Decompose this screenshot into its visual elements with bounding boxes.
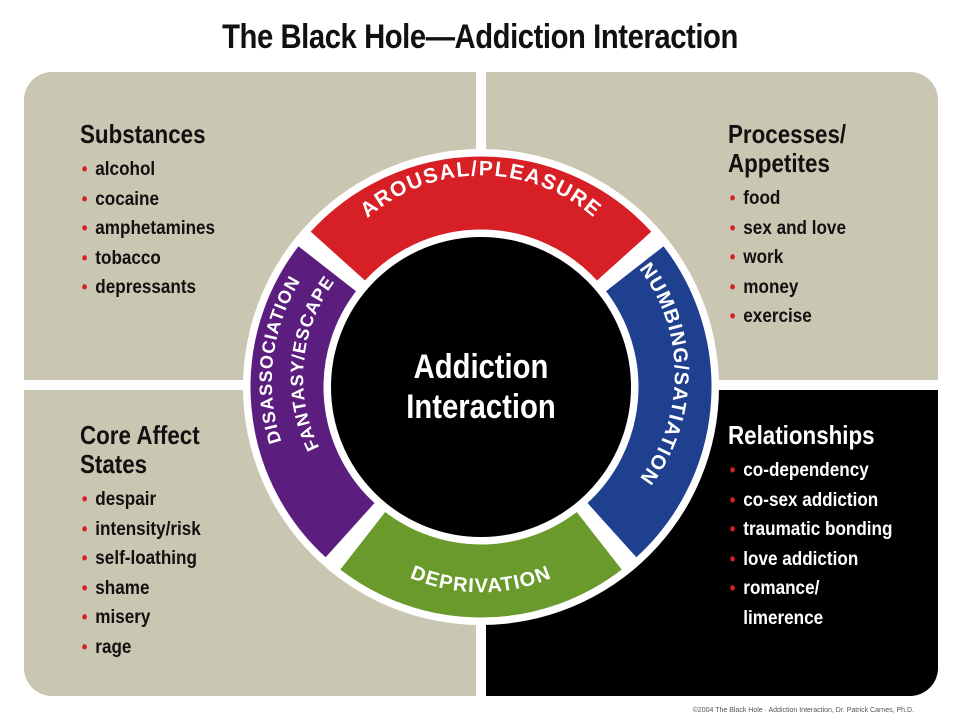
relationships-list: •co-dependency •co-sex addiction •trauma… [728, 456, 938, 633]
list-item: •food [728, 184, 908, 214]
bullet-icon: • [81, 188, 88, 209]
list-item: •misery [80, 603, 314, 633]
bullet-icon: • [729, 578, 736, 598]
list-item: •shame [80, 574, 314, 604]
substances-list: •alcohol •cocaine •amphetamines •tobacco… [80, 155, 340, 303]
list-item: •alcohol [80, 155, 314, 185]
list-item: •exercise [728, 302, 908, 332]
processes-box: Processes/ Appetites •food •sex and love… [728, 120, 928, 332]
bullet-icon: • [729, 276, 736, 297]
list-item: •despair [80, 485, 314, 515]
bullet-icon: • [81, 548, 88, 568]
processes-heading: Processes/ Appetites [728, 119, 847, 178]
substances-box: Substances •alcohol •cocaine •amphetamin… [80, 120, 340, 303]
wheel-center [325, 231, 637, 543]
bullet-icon: • [81, 577, 88, 598]
list-item: •cocaine [80, 185, 314, 215]
bullet-icon: • [81, 159, 88, 179]
bullet-icon: • [729, 247, 736, 267]
center-label-line1: Addiction [414, 347, 549, 386]
bullet-icon: • [81, 277, 88, 297]
core-affect-heading: Core Affect States [80, 420, 200, 479]
bullet-icon: • [81, 489, 88, 509]
bullet-icon: • [81, 247, 88, 268]
center-label-line2: Interaction [406, 387, 555, 426]
list-item: •romance/ [728, 574, 917, 604]
list-item: •depressants [80, 273, 314, 303]
bullet-icon: • [729, 217, 736, 238]
bullet-icon: • [729, 188, 736, 208]
list-item: •sex and love [728, 214, 908, 244]
processes-list: •food •sex and love •work •money •exerci… [728, 184, 928, 332]
bullet-icon: • [81, 607, 88, 627]
core-affect-box: Core Affect States •despair •intensity/r… [80, 421, 340, 662]
bullet-icon: • [81, 636, 88, 657]
bullet-icon: • [729, 306, 736, 326]
list-item-continuation: limerence [743, 607, 824, 629]
list-item: •co-sex addiction [728, 486, 917, 516]
bullet-icon: • [729, 460, 736, 480]
list-item: •traumatic bonding [728, 515, 917, 545]
relationships-heading: Relationships [728, 420, 875, 450]
bullet-icon: • [81, 518, 88, 539]
list-item: •amphetamines [80, 214, 314, 244]
list-item: •self-loathing [80, 544, 314, 574]
bullet-icon: • [81, 218, 88, 238]
copyright-notice: ©2004 The Black Hole · Addiction Interac… [692, 707, 914, 714]
list-item: •co-dependency [728, 456, 917, 486]
list-item: •love addiction [728, 545, 917, 575]
relationships-box: Relationships •co-dependency •co-sex add… [728, 421, 938, 633]
list-item: •work [728, 243, 908, 273]
substances-heading: Substances [80, 119, 206, 149]
list-item: •intensity/risk [80, 515, 314, 545]
list-item: •tobacco [80, 244, 314, 274]
page-title: The Black Hole—Addiction Interaction [222, 18, 738, 56]
bullet-icon: • [729, 519, 736, 539]
list-item: •money [728, 273, 908, 303]
wheel-segments [247, 153, 715, 621]
list-item: •rage [80, 633, 314, 663]
bullet-icon: • [729, 489, 736, 510]
core-affect-list: •despair •intensity/risk •self-loathing … [80, 485, 340, 662]
bullet-icon: • [729, 548, 736, 569]
